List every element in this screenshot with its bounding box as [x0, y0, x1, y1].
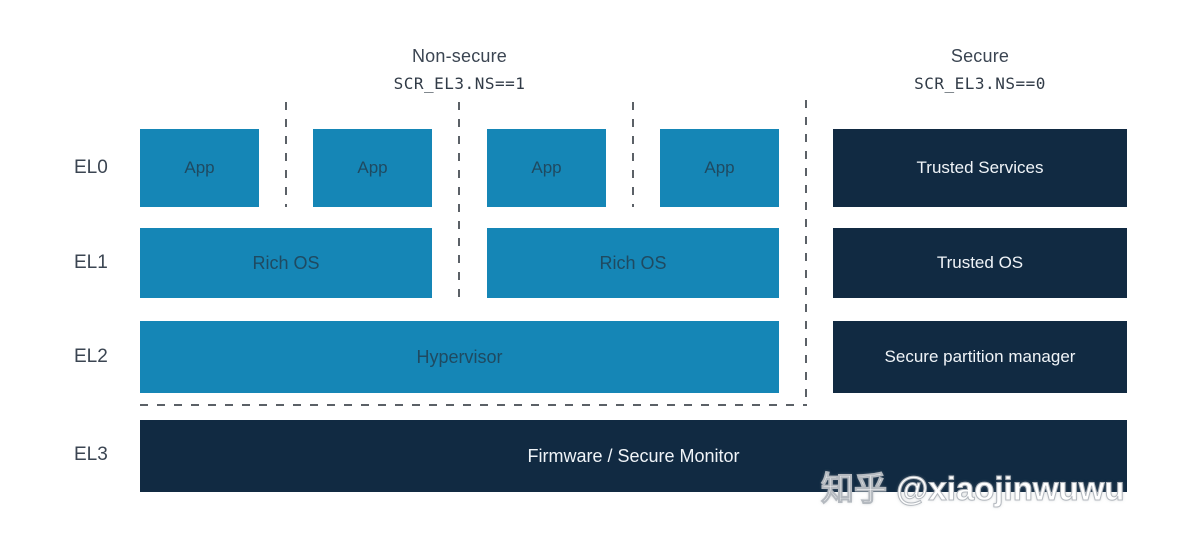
secure-partition-manager-box: Secure partition manager	[833, 321, 1127, 393]
app-box-3: App	[487, 129, 606, 207]
app-box-2: App	[313, 129, 432, 207]
el1-label: EL1	[74, 252, 108, 273]
dashed-separator-nonsecure-secure	[805, 100, 807, 406]
trusted-os-box: Trusted OS	[833, 228, 1127, 298]
dashed-separator-el2-el3	[140, 404, 807, 406]
firmware-secure-monitor-box: Firmware / Secure Monitor	[140, 420, 1127, 492]
non-secure-world-title: Non-secure	[411, 46, 508, 66]
el2-label: EL2	[74, 346, 108, 367]
non-secure-condition: SCR_EL3.NS==1	[393, 74, 526, 93]
app-box-1: App	[140, 129, 259, 207]
el0-label: EL0	[74, 157, 108, 178]
hypervisor-box: Hypervisor	[140, 321, 779, 393]
rich-os-box-2: Rich OS	[487, 228, 779, 298]
secure-condition: SCR_EL3.NS==0	[914, 74, 1046, 93]
el3-label: EL3	[74, 444, 108, 465]
dashed-separator-app3-app4	[632, 102, 634, 207]
dashed-separator-app1-app2	[285, 102, 287, 207]
app-box-4: App	[660, 129, 779, 207]
trusted-services-box: Trusted Services	[833, 129, 1127, 207]
dashed-separator-richos1-richos2	[458, 102, 460, 300]
rich-os-box-1: Rich OS	[140, 228, 432, 298]
secure-world-title: Secure	[950, 46, 1010, 66]
zhihu-watermark: 知乎 @xiaojinwuwu	[821, 470, 1126, 508]
